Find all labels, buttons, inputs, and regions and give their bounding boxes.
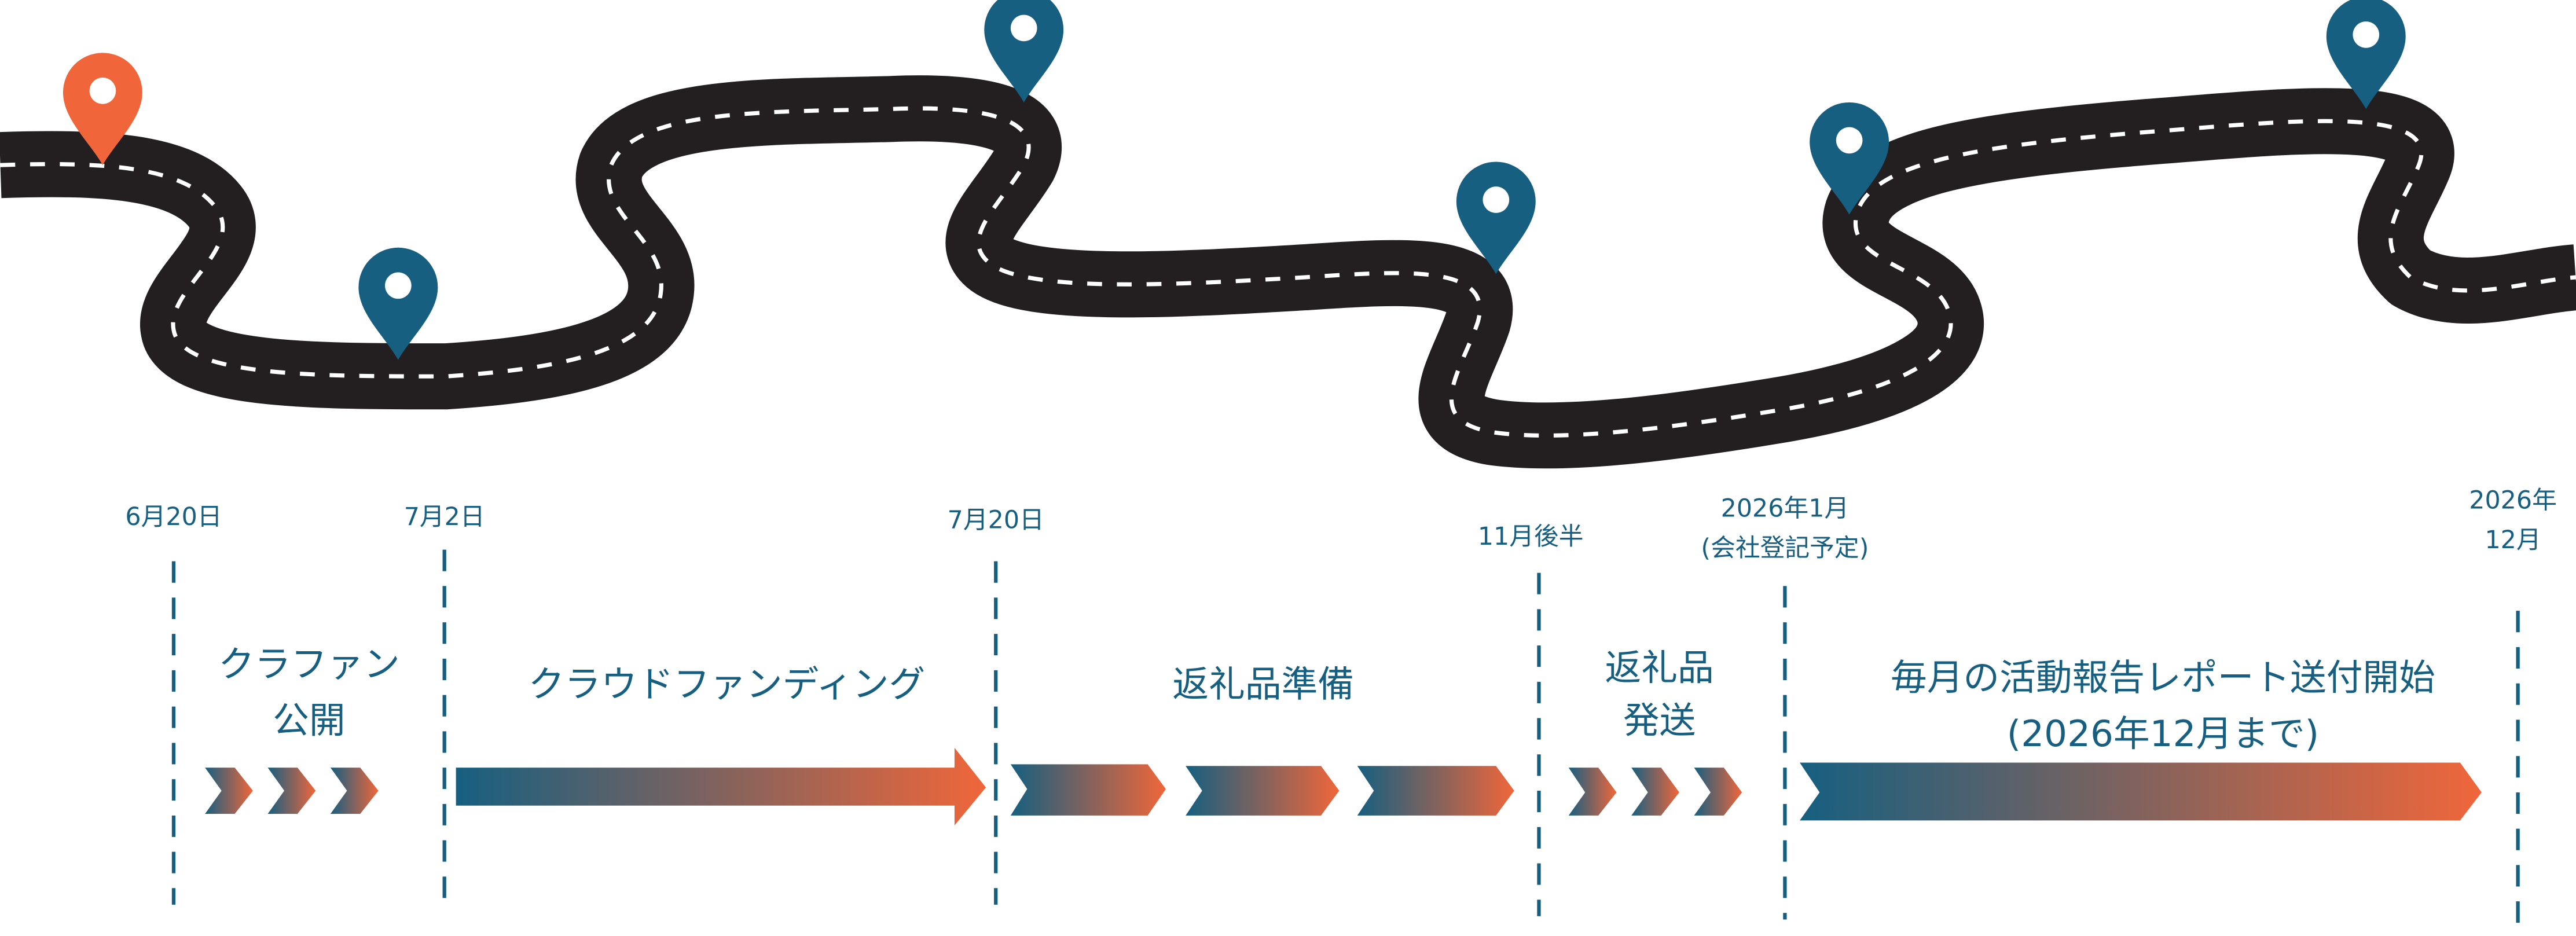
phase-label: 返礼品準備	[1172, 663, 1354, 705]
map-pin-icon	[984, 0, 1064, 102]
final-arrow	[1800, 762, 2482, 821]
phase-label: 毎月の活動報告レポート送付開始	[1891, 656, 2435, 699]
chevron-group-2	[1010, 764, 1514, 816]
chevron-arrow	[267, 768, 316, 814]
map-pin-icon	[2326, 0, 2406, 109]
chevron-arrow	[205, 768, 253, 814]
phase-label: クラウドファンディング	[529, 663, 926, 705]
chevron-group-3	[1568, 768, 1742, 816]
map-pin-icon	[1810, 102, 1889, 215]
milestone-date: 2026年	[2469, 486, 2557, 515]
chevron-group-1	[205, 768, 379, 814]
milestone-date: 7月20日	[948, 506, 1044, 535]
chevron-arrow	[1186, 766, 1340, 816]
milestone-date: 2026年1月	[1721, 494, 1850, 523]
map-pin-icon	[63, 53, 142, 166]
phase-label: (2026年12月まで)	[2007, 713, 2319, 755]
milestone-note: (会社登記予定)	[1701, 534, 1869, 563]
milestone-date: 11月後半	[1478, 522, 1584, 551]
milestone-date: 6月20日	[125, 502, 222, 531]
chevron-arrow	[1357, 766, 1514, 816]
chevron-arrow	[1631, 768, 1679, 816]
phase-label: 返礼品	[1605, 647, 1714, 689]
long-arrow	[456, 747, 986, 825]
chevron-arrow	[1568, 768, 1617, 816]
milestone-date: 12月	[2485, 526, 2541, 555]
chevron-arrow	[1010, 764, 1166, 816]
phase-label: 公開	[273, 699, 345, 742]
phase-label: 発送	[1623, 699, 1696, 742]
phase-label: クラファン	[218, 643, 400, 685]
milestone-date: 7月2日	[404, 502, 485, 531]
map-pin-icon	[358, 247, 438, 360]
map-pin-icon	[1456, 161, 1536, 274]
chevron-arrow	[330, 768, 379, 814]
chevron-arrow	[1694, 768, 1742, 816]
road	[0, 75, 2576, 469]
